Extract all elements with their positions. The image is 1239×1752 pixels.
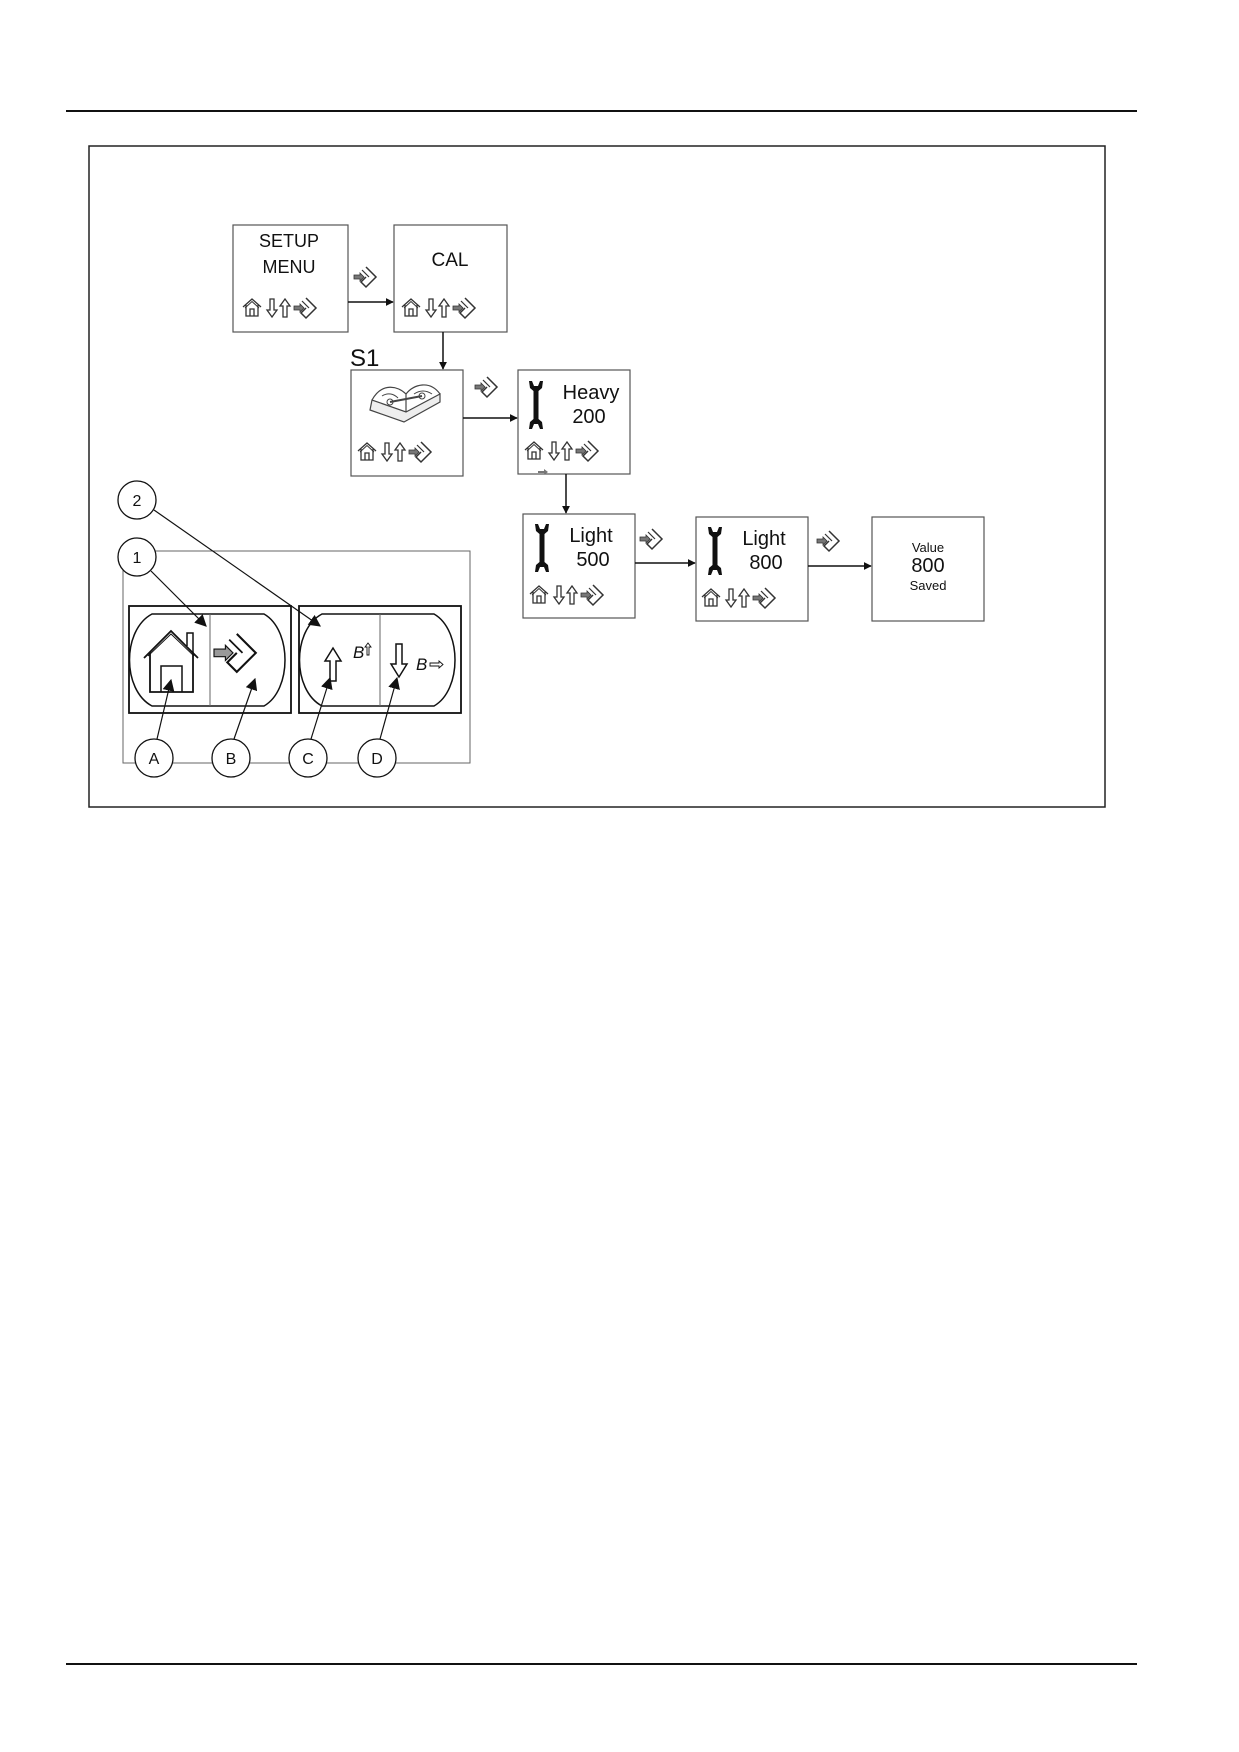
enter-icon xyxy=(353,266,377,288)
light-800-screen: Light 800 xyxy=(695,516,809,622)
saved-line3: Saved xyxy=(910,578,947,593)
leader-line-C xyxy=(310,676,333,740)
light-800-value: 800 xyxy=(749,552,782,574)
callout-D: D xyxy=(357,738,397,778)
leader-line-A xyxy=(156,678,175,740)
heavy-value: 200 xyxy=(572,406,605,428)
setup-menu-line2: MENU xyxy=(263,257,316,277)
callout-C: C xyxy=(288,738,328,778)
callout-B: B xyxy=(211,738,251,778)
enter-icon xyxy=(816,530,840,552)
small-enter-mark xyxy=(538,469,548,475)
svg-text:B: B xyxy=(226,751,237,768)
down-button-sub-label: B xyxy=(416,655,427,674)
enter-icon xyxy=(639,528,663,550)
bottom-rule xyxy=(66,1663,1137,1665)
svg-text:2: 2 xyxy=(133,493,142,510)
light-800-label: Light xyxy=(742,528,786,550)
up-button-sub-label: B xyxy=(353,643,364,662)
callout-2: 2 xyxy=(117,480,157,520)
svg-text:D: D xyxy=(371,751,383,768)
svg-text:1: 1 xyxy=(133,550,142,567)
setup-menu-screen: SETUP MENU xyxy=(232,224,349,333)
light-500-value: 500 xyxy=(576,549,609,571)
callout-A: A xyxy=(134,738,174,778)
enter-icon xyxy=(474,376,498,398)
down-arrow-icon xyxy=(389,643,409,679)
enter-icon xyxy=(213,633,258,674)
light-500-label: Light xyxy=(569,525,613,547)
small-up-arrow-icon xyxy=(364,642,372,656)
manual-screen xyxy=(350,369,464,477)
keypad-right-module: B B xyxy=(298,605,462,714)
up-arrow-icon xyxy=(323,646,343,682)
setup-menu-line1: SETUP xyxy=(259,231,319,251)
leader-line-2 xyxy=(153,509,321,627)
leader-line-B xyxy=(233,677,258,740)
home-icon xyxy=(143,629,199,693)
saved-value: 800 xyxy=(911,555,944,577)
light-500-screen: Light 500 xyxy=(522,513,636,619)
saved-line1: Value xyxy=(912,540,944,555)
cal-screen: CAL xyxy=(393,224,508,333)
cal-label: CAL xyxy=(432,250,469,271)
svg-text:A: A xyxy=(149,751,160,768)
svg-text:C: C xyxy=(302,751,314,768)
figure-frame xyxy=(88,145,1106,808)
top-rule xyxy=(66,110,1137,112)
heavy-200-screen: Heavy 200 xyxy=(517,369,631,475)
s1-label: S1 xyxy=(350,345,379,372)
manual-book-icon xyxy=(369,384,441,423)
leader-line-1 xyxy=(150,570,207,627)
value-saved-screen: Value 800 Saved xyxy=(871,516,985,622)
leader-line-D xyxy=(379,676,400,740)
keypad-left-module xyxy=(128,605,292,714)
small-right-arrow-icon xyxy=(429,660,444,669)
callout-1: 1 xyxy=(117,537,157,577)
heavy-label: Heavy xyxy=(563,382,620,404)
